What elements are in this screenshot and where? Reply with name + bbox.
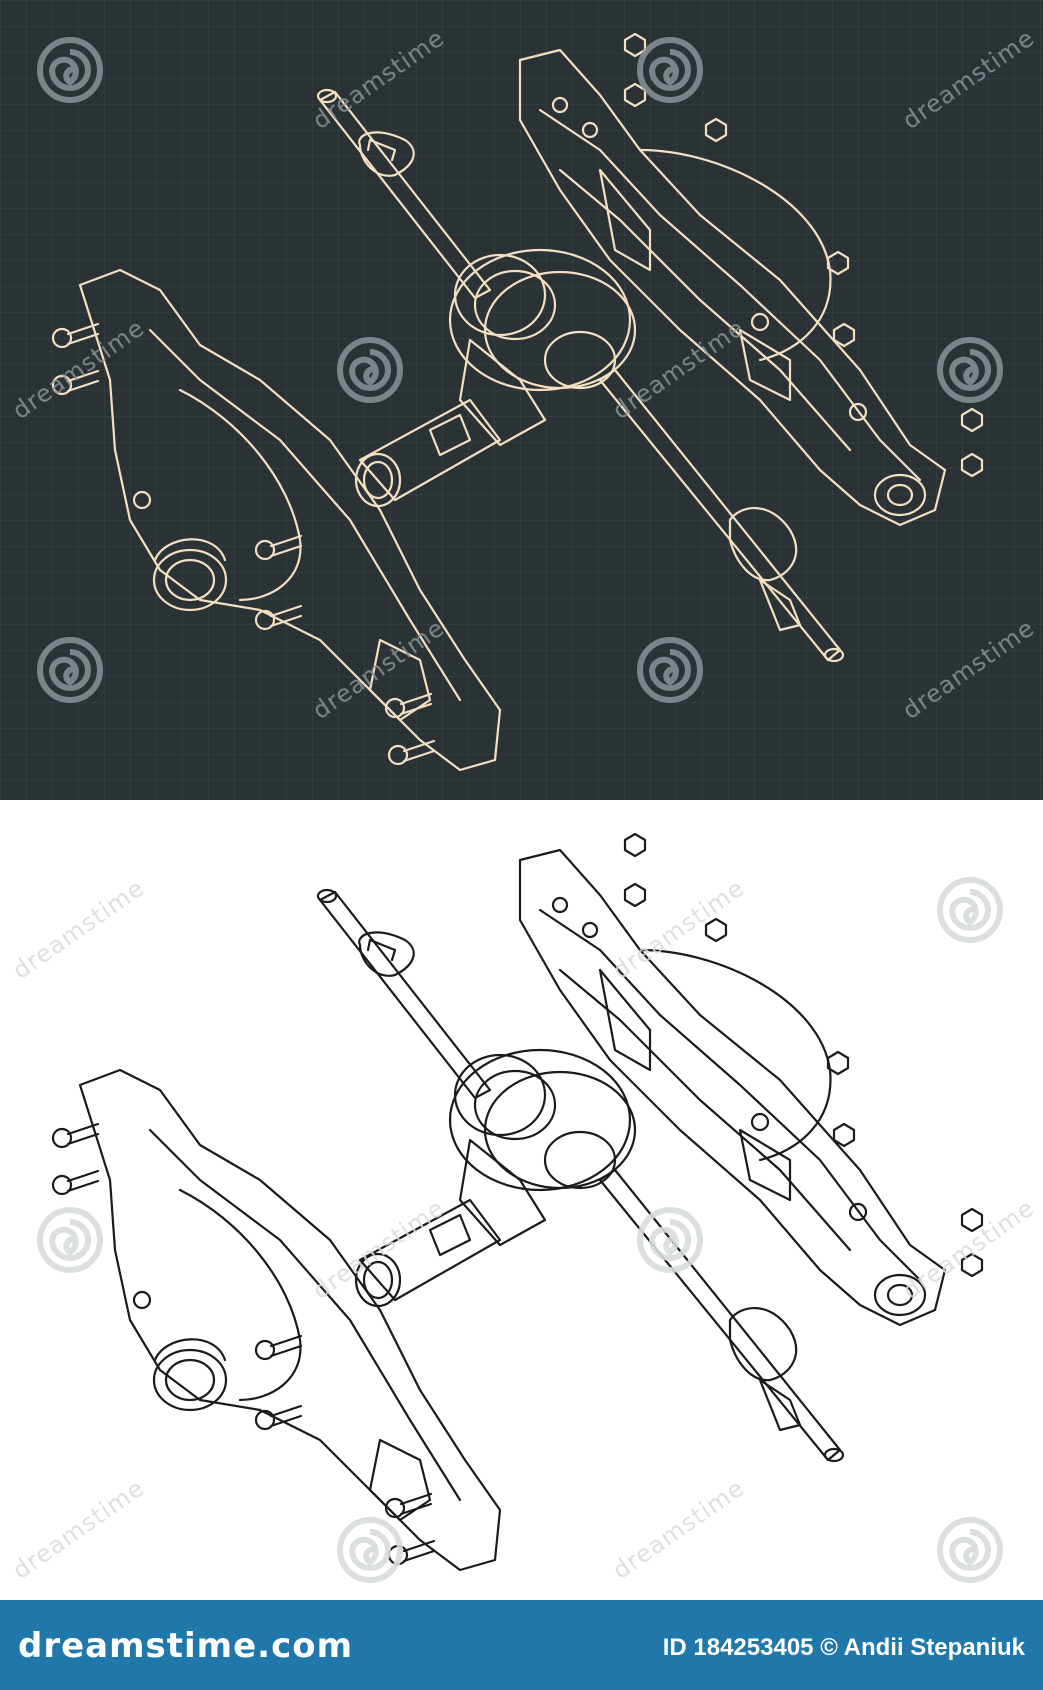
copyright-author: © Andii Stepaniuk [820,1634,1025,1661]
brand-logo-text: dreamstime.com [18,1626,354,1666]
line-art-illustration-light: dreamstime dreamstime dreamstime dreamst… [0,800,1043,1600]
watermark-texts-light: dreamstime dreamstime dreamstime dreamst… [7,874,1039,1585]
blueprint-illustration-dark: dreamstime dreamstime dreamstime dreamst… [0,0,1043,800]
watermark-logos-light [40,880,1000,1580]
differential-axle-drawing-light [51,832,984,1572]
watermark-text: dreamstime [7,874,149,985]
watermark-text: dreamstime [607,1474,749,1585]
watermark-text: dreamstime [307,1194,449,1305]
blueprint-drawing-dark: dreamstime dreamstime dreamstime dreamst… [0,0,1043,800]
image-id: ID 184253405 [662,1634,814,1661]
line-art-drawing-light: dreamstime dreamstime dreamstime dreamst… [7,832,1040,1585]
stock-footer-bar: dreamstime.com ID 184253405 © Andii Step… [0,1600,1043,1690]
watermark-text: dreamstime [7,1474,149,1585]
image-credit: ID 184253405 © Andii Stepaniuk [663,1634,1025,1662]
